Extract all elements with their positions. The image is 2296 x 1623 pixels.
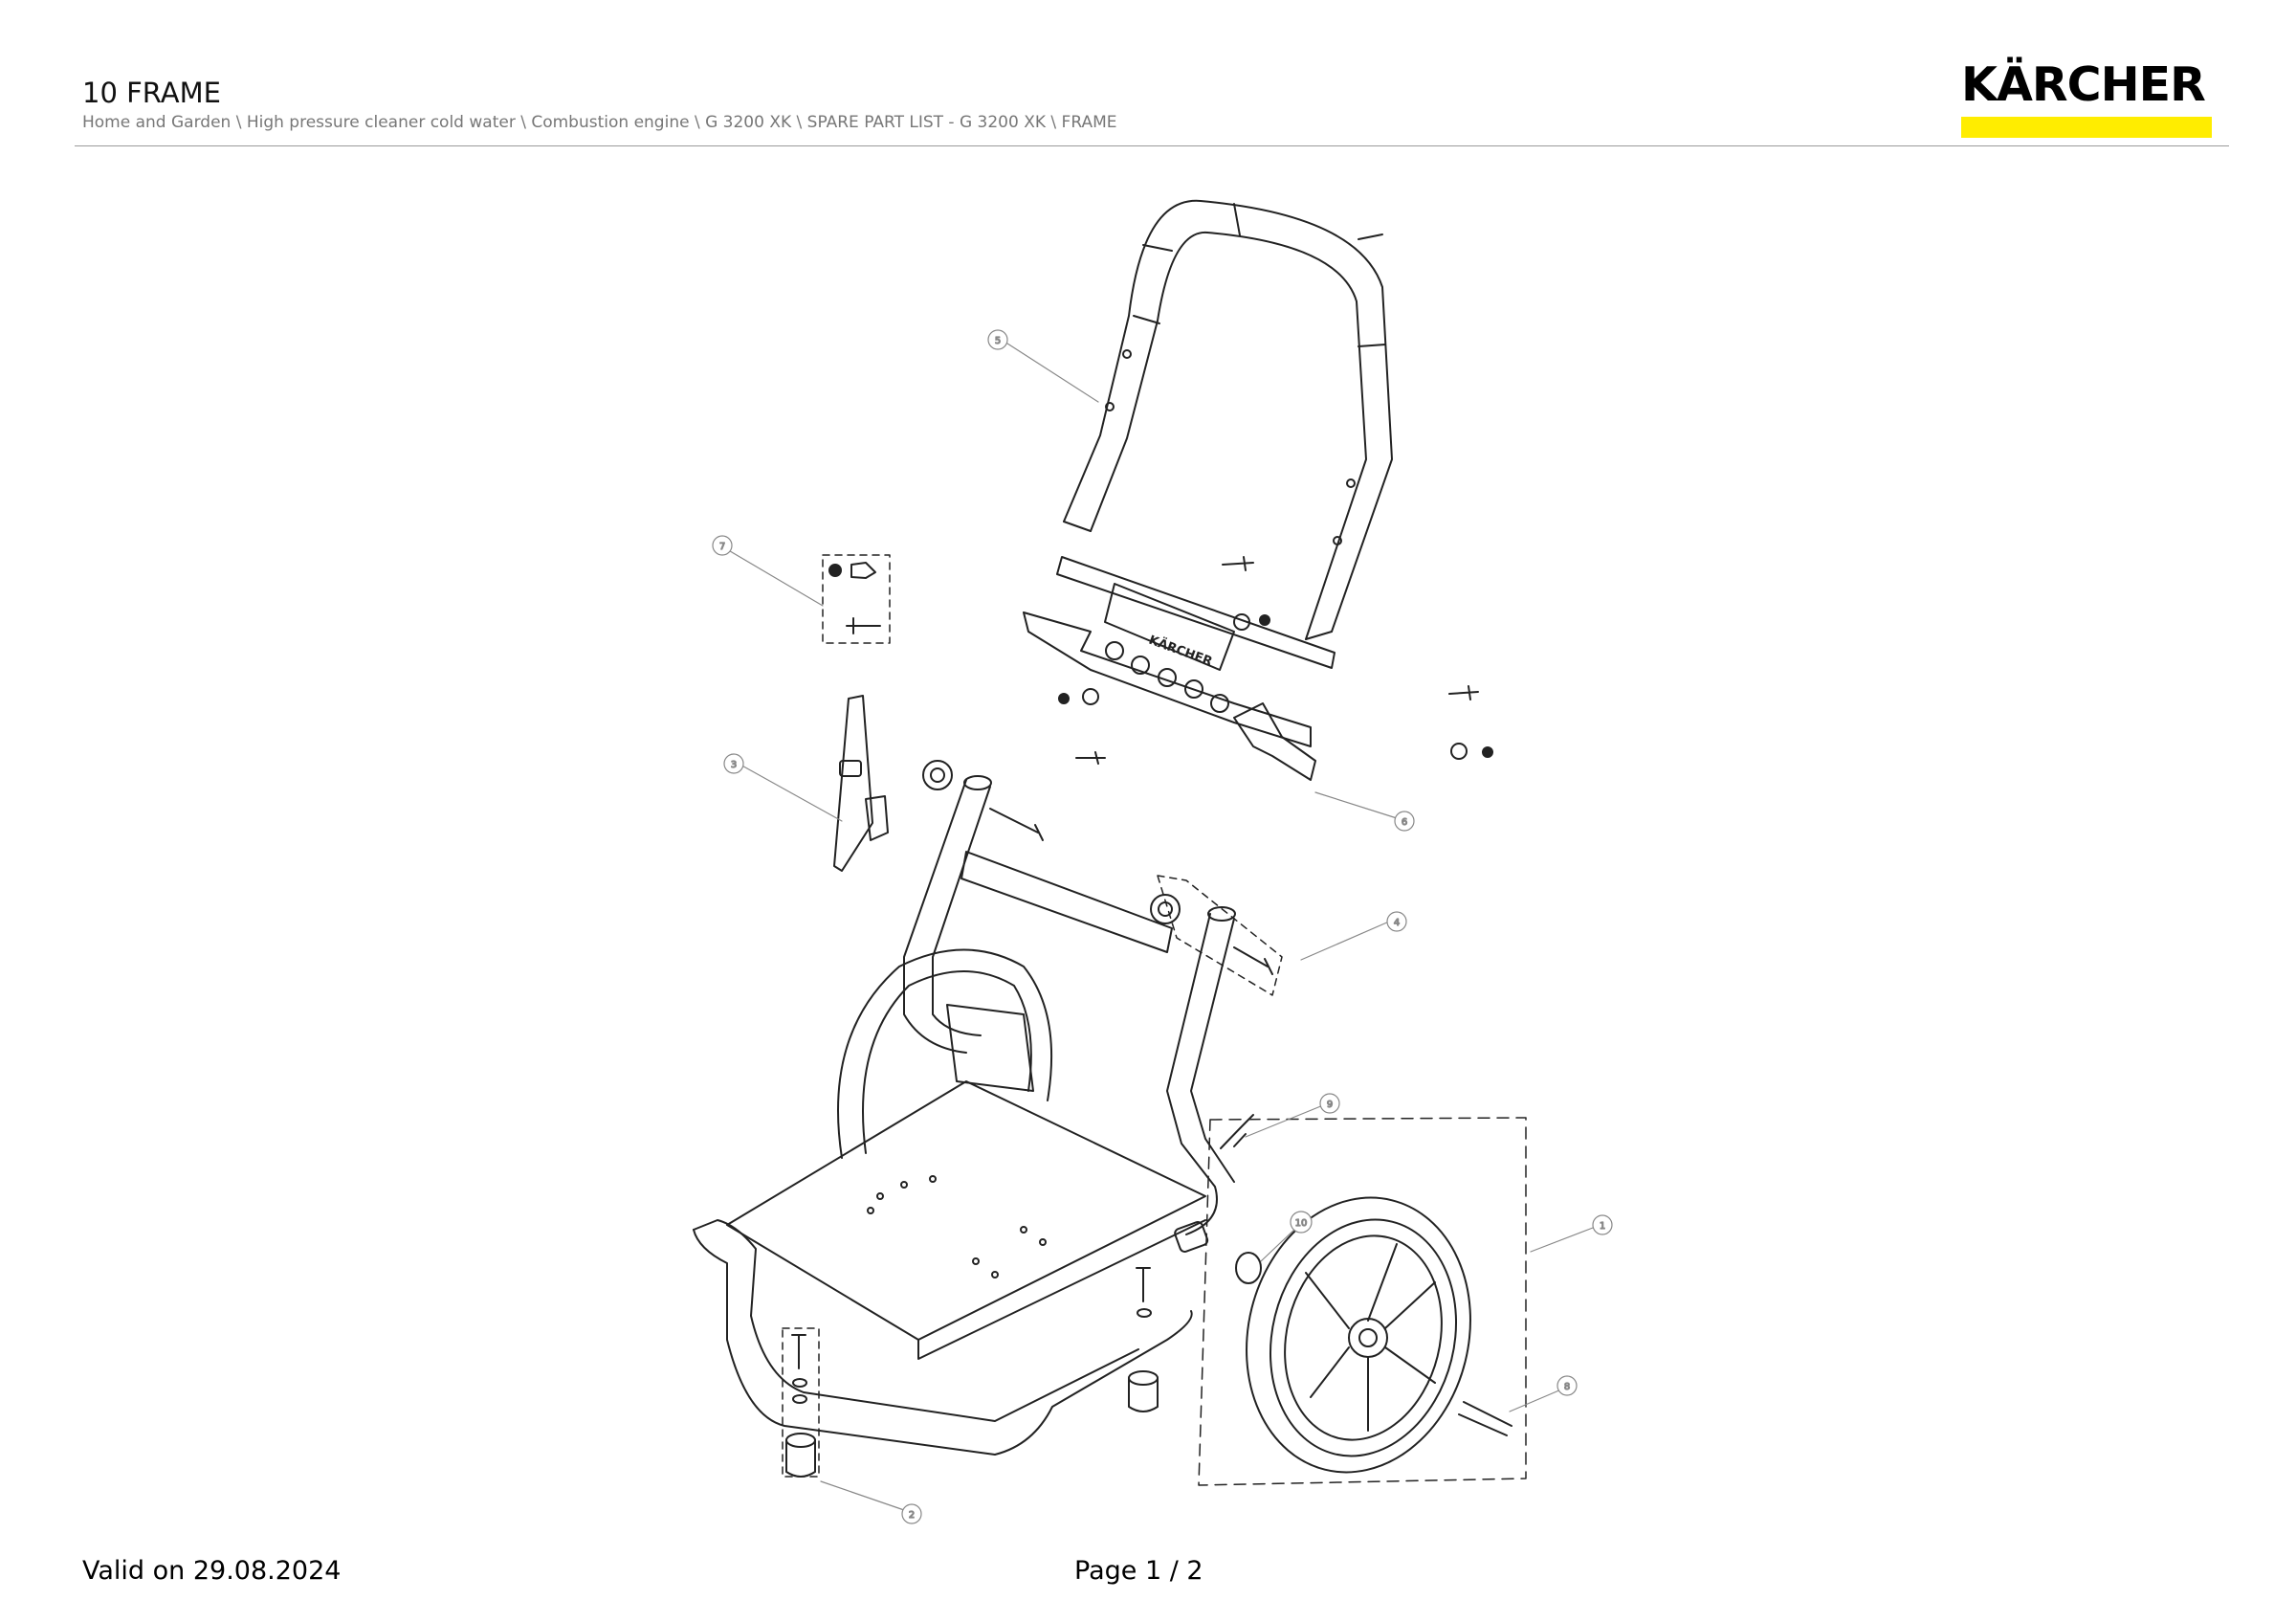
wheel-kit bbox=[1198, 1114, 1527, 1486]
bracket-plate-label: KÄRCHER bbox=[1147, 633, 1215, 670]
feet-kit bbox=[782, 1267, 1159, 1478]
valid-date: Valid on 29.08.2024 bbox=[82, 1556, 342, 1586]
svg-text:2: 2 bbox=[909, 1510, 915, 1521]
callout-leaders bbox=[724, 341, 1594, 1511]
header-divider bbox=[75, 145, 2229, 146]
hardware-kit bbox=[822, 554, 891, 644]
rear-wheel bbox=[837, 948, 1053, 1159]
handle-bar bbox=[1063, 199, 1393, 640]
callout-4: 4 bbox=[1386, 911, 1407, 932]
svg-text:3: 3 bbox=[731, 760, 737, 770]
svg-text:6: 6 bbox=[1402, 817, 1407, 828]
svg-text:5: 5 bbox=[995, 336, 1001, 346]
callout-5: 5 bbox=[987, 329, 1008, 350]
base-frame bbox=[693, 775, 1236, 1456]
callout-bubbles: 1 2 3 4 5 6 7 8 9 10 bbox=[712, 329, 1613, 1524]
callout-2: 2 bbox=[901, 1503, 922, 1524]
console-bracket: KÄRCHER bbox=[1023, 556, 1336, 781]
svg-text:9: 9 bbox=[1327, 1100, 1333, 1110]
lock-knobs bbox=[922, 760, 1181, 924]
callout-1: 1 bbox=[1592, 1214, 1613, 1235]
breadcrumb: Home and Garden \ High pressure cleaner … bbox=[82, 113, 1117, 132]
callout-6: 6 bbox=[1394, 811, 1415, 832]
svg-text:1: 1 bbox=[1600, 1221, 1605, 1232]
svg-text:10: 10 bbox=[1295, 1218, 1308, 1229]
logo-wordmark: KÄRCHER bbox=[1961, 57, 2206, 112]
callout-8: 8 bbox=[1556, 1375, 1578, 1396]
strap bbox=[833, 695, 889, 872]
bracket-hardware bbox=[1058, 556, 1493, 765]
page-title: 10 FRAME bbox=[82, 77, 221, 109]
bolt-set bbox=[989, 808, 1283, 996]
svg-text:8: 8 bbox=[1564, 1382, 1570, 1392]
svg-text:4: 4 bbox=[1394, 918, 1400, 928]
svg-text:7: 7 bbox=[719, 542, 725, 552]
karcher-logo: KÄRCHER bbox=[1961, 57, 2214, 138]
callout-3: 3 bbox=[723, 753, 744, 774]
callout-9: 9 bbox=[1319, 1093, 1340, 1114]
logo-yellow-bar bbox=[1961, 117, 2212, 138]
callout-10: 10 bbox=[1290, 1211, 1313, 1234]
page-indicator: Page 1 / 2 bbox=[1074, 1556, 1203, 1586]
callout-7: 7 bbox=[712, 535, 733, 556]
